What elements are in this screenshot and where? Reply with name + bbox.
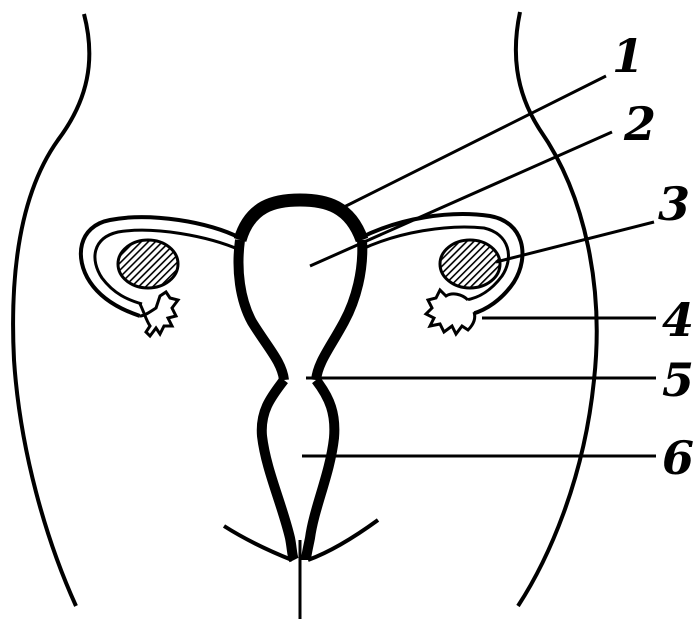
label-5: 5 (662, 353, 694, 407)
fimbriae-left (140, 292, 178, 336)
uterus-wall-left (239, 240, 285, 380)
label-6: 6 (662, 431, 694, 485)
pelvic-floor-right (308, 520, 378, 560)
label-3: 3 (658, 177, 690, 231)
label-4: 4 (662, 293, 694, 347)
vagina-wall-right (306, 380, 334, 560)
vagina-wall-left (262, 380, 294, 560)
ovary-right (440, 240, 500, 288)
body-outline-left (13, 14, 89, 606)
ovary-left (118, 240, 178, 288)
label-2: 2 (623, 97, 656, 151)
leader-line-1 (342, 76, 606, 208)
label-1: 1 (612, 29, 644, 83)
fimbriae-right (426, 290, 475, 334)
pelvic-floor-left (224, 526, 292, 560)
